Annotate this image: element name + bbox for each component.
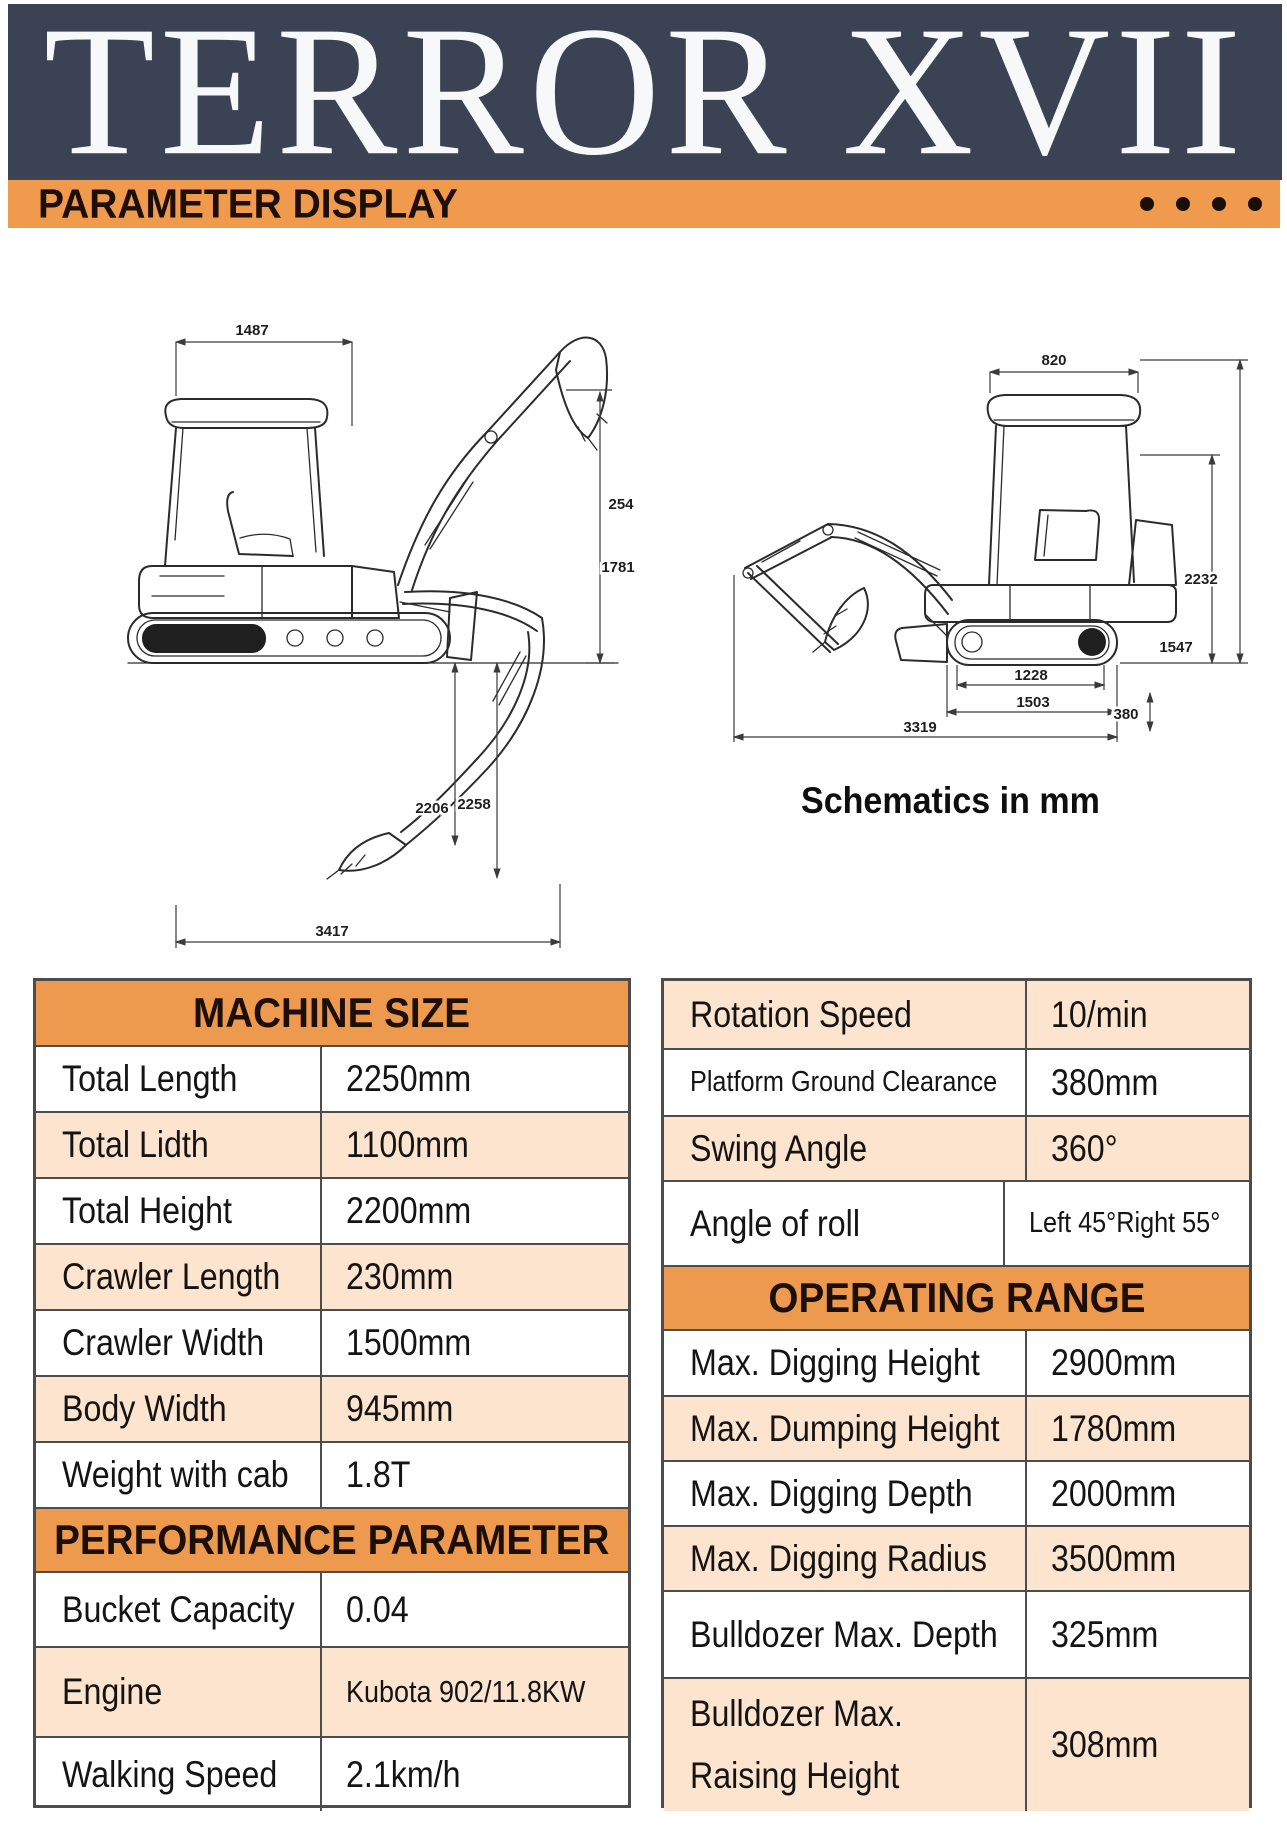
dim-label: 254 xyxy=(608,496,634,513)
banner-label: PARAMETER DISPLAY xyxy=(38,180,458,227)
table-row: Max. Digging Radius 3500mm xyxy=(664,1525,1249,1590)
table-header: PERFORMANCE PARAMETER xyxy=(36,1507,628,1571)
table-row: Weight with cab 1.8T xyxy=(36,1441,628,1507)
dot-icon xyxy=(1212,197,1226,211)
left-dimension-lines xyxy=(174,338,614,948)
dim-label: 1781 xyxy=(601,559,634,576)
right-schematic: 820 2232 1547 380 1228 1503 3319 xyxy=(732,350,1248,742)
table-row: Max. Dumping Height 1780mm xyxy=(664,1395,1249,1460)
dim-label: 2232 xyxy=(1184,571,1217,588)
table-row: Walking Speed 2.1km/h xyxy=(36,1736,628,1811)
table-row: Body Width 945mm xyxy=(36,1375,628,1441)
table-row: Total Height 2200mm xyxy=(36,1177,628,1243)
table-row: Total Length 2250mm xyxy=(36,1045,628,1111)
table-row: Crawler Width 1500mm xyxy=(36,1309,628,1375)
left-dimension-labels: 1487 254 1781 2206 2258 3417 xyxy=(233,320,635,943)
dim-label: 2258 xyxy=(457,796,490,813)
table-row: Max. Digging Height 2900mm xyxy=(664,1329,1249,1395)
table-row: Engine Kubota 902/11.8KW xyxy=(36,1646,628,1736)
dim-label: 1228 xyxy=(1014,667,1047,684)
table-row: Crawler Length 230mm xyxy=(36,1243,628,1309)
dim-label: 380 xyxy=(1113,706,1138,723)
dot-icon xyxy=(1140,197,1154,211)
machine-size-table: MACHINE SIZE Total Length 2250mm Total L… xyxy=(33,978,631,1811)
dim-label: 1547 xyxy=(1159,639,1192,656)
table-row: Swing Angle 360° xyxy=(664,1115,1249,1180)
operating-range-table: Rotation Speed 10/min Platform Ground Cl… xyxy=(661,978,1252,1811)
table-row: Platform Ground Clearance 380mm xyxy=(664,1048,1249,1115)
dim-label: 1503 xyxy=(1016,694,1049,711)
table-row: Max. Digging Depth 2000mm xyxy=(664,1460,1249,1525)
dot-icon xyxy=(1176,197,1190,211)
table-row: Bucket Capacity 0.04 xyxy=(36,1571,628,1646)
dot-icon xyxy=(1248,197,1262,211)
table-row: Rotation Speed 10/min xyxy=(664,981,1249,1048)
dim-label: 820 xyxy=(1041,352,1066,369)
table-header: OPERATING RANGE xyxy=(664,1265,1249,1329)
dim-label: 1487 xyxy=(235,322,268,339)
dim-label: 3319 xyxy=(903,719,936,736)
table-header: MACHINE SIZE xyxy=(36,981,628,1045)
right-dimension-lines xyxy=(732,358,1248,742)
right-dimension-labels: 820 2232 1547 380 1228 1503 3319 xyxy=(901,350,1220,739)
page-title: TERROR XVII xyxy=(43,0,1247,195)
table-row: Bulldozer Max. Depth 325mm xyxy=(664,1590,1249,1677)
dim-label: 2206 xyxy=(415,800,448,817)
parameter-display-banner: PARAMETER DISPLAY xyxy=(8,180,1280,228)
excavator-side-drawing xyxy=(127,336,619,880)
dim-label: 3417 xyxy=(315,923,348,940)
schematics-caption: Schematics in mm xyxy=(800,780,1100,821)
table-row: Angle of roll Left 45°Right 55° xyxy=(664,1180,1249,1265)
title-banner: TERROR XVII xyxy=(8,0,1282,184)
left-schematic: 1487 254 1781 2206 2258 3417 xyxy=(127,320,635,948)
table-row: Total Lidth 1100mm xyxy=(36,1111,628,1177)
table-title: MACHINE SIZE xyxy=(193,989,471,1036)
table-title: PERFORMANCE PARAMETER xyxy=(54,1516,610,1563)
excavator-folded-drawing xyxy=(742,394,1177,666)
banner-dots xyxy=(1140,180,1262,228)
table-title: OPERATING RANGE xyxy=(767,1274,1146,1321)
table-row: Bulldozer Max. Raising Height 308mm xyxy=(664,1677,1249,1811)
